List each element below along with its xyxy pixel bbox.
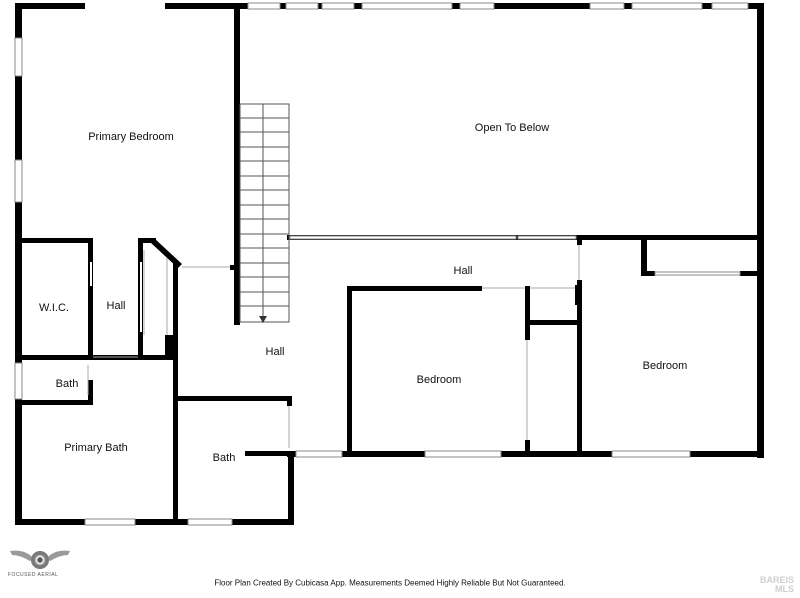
room-label-primary-bath: Primary Bath — [64, 442, 128, 454]
mls-watermark: BAREIS MLS — [760, 576, 794, 594]
staircase — [239, 103, 290, 323]
room-label-bedroom-mid: Bedroom — [416, 374, 462, 386]
room-label-open-to-below: Open To Below — [474, 122, 550, 134]
room-label-primary-bedroom: Primary Bedroom — [88, 131, 174, 143]
room-label-hall-center: Hall — [265, 346, 285, 358]
room-label-bath-lower: Bath — [212, 452, 236, 464]
footer-disclaimer: Floor Plan Created By Cubicasa App. Meas… — [214, 578, 566, 588]
room-label-wic: W.I.C. — [39, 302, 69, 314]
door-openings — [87, 245, 580, 448]
room-label-bedroom-right: Bedroom — [642, 360, 688, 372]
room-label-bath-small: Bath — [55, 378, 79, 390]
camera-wings-logo-icon — [10, 550, 70, 569]
room-label-hall-upper: Hall — [453, 265, 473, 277]
windows — [14, 2, 749, 526]
room-label-hall-small: Hall — [106, 300, 126, 312]
watermark-line2: MLS — [775, 584, 794, 594]
logo-text: FOCUSED AERIAL — [8, 572, 59, 578]
watermark-line1: BAREIS — [759, 575, 794, 585]
